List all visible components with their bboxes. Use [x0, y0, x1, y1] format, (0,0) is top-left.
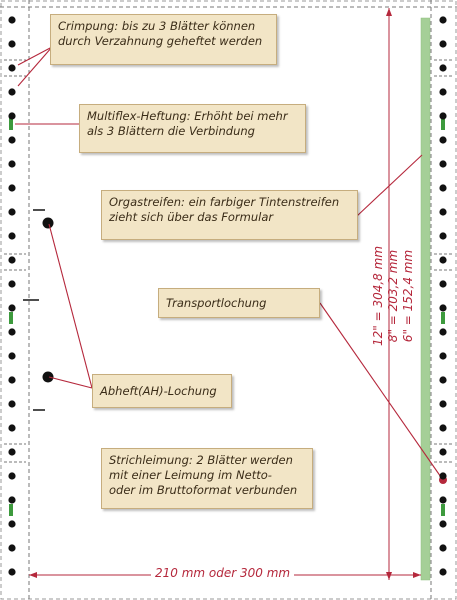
transport-hole: [439, 352, 447, 360]
transportlochung-callout: Transportlochung: [158, 288, 320, 318]
strichleimung-callout: Strichleimung: 2 Blätter werden mit eine…: [101, 448, 313, 509]
ah-hole-upper: [42, 217, 54, 229]
transport-hole: [439, 472, 447, 480]
height-label-8: 8" = 203,2 mm: [386, 249, 400, 343]
transport-hole: [8, 424, 16, 432]
transport-hole: [439, 136, 447, 144]
ah-hole-lower: [42, 371, 54, 383]
transport-hole: [439, 304, 447, 312]
transport-hole: [439, 400, 447, 408]
transport-hole: [8, 472, 16, 480]
transport-hole: [439, 16, 447, 24]
height-label-12: 12" = 304,8 mm: [371, 245, 385, 347]
transport-hole: [439, 160, 447, 168]
transport-hole: [8, 64, 16, 72]
transport-hole: [8, 280, 16, 288]
transport-holes: [8, 16, 447, 576]
transport-hole: [439, 280, 447, 288]
transport-hole: [439, 544, 447, 552]
transport-hole: [8, 352, 16, 360]
transport-hole: [8, 400, 16, 408]
transport-hole: [439, 376, 447, 384]
multiflex-callout: Multiflex-Heftung: Erhöht bei mehr als 3…: [79, 104, 306, 153]
transport-hole: [439, 568, 447, 576]
transport-hole: [8, 16, 16, 24]
transport-hole: [8, 304, 16, 312]
crimpung-callout: Crimpung: bis zu 3 Blätter können durch …: [50, 14, 277, 65]
transport-hole: [439, 232, 447, 240]
transport-hole: [8, 184, 16, 192]
transport-hole: [8, 544, 16, 552]
transport-hole: [439, 424, 447, 432]
transport-hole: [8, 112, 16, 120]
transport-hole: [8, 376, 16, 384]
abheft-callout: Abheft(AH)-Lochung: [92, 374, 232, 408]
transport-hole: [439, 88, 447, 96]
transport-hole: [439, 256, 447, 264]
transport-hole: [439, 520, 447, 528]
transport-hole: [8, 40, 16, 48]
transport-hole: [8, 328, 16, 336]
transport-hole: [439, 184, 447, 192]
transport-hole: [8, 568, 16, 576]
transport-hole: [439, 112, 447, 120]
transport-hole: [8, 448, 16, 456]
transport-hole: [8, 208, 16, 216]
leader-lines: [15, 46, 444, 481]
transport-hole: [8, 256, 16, 264]
transport-hole: [439, 448, 447, 456]
multiflex-marks: [9, 118, 445, 516]
transport-hole: [439, 64, 447, 72]
transport-hole: [8, 136, 16, 144]
sheet-perforations: [4, 59, 453, 463]
transport-hole: [8, 88, 16, 96]
transport-hole: [8, 160, 16, 168]
orga-stripe: [420, 17, 431, 581]
transport-hole: [439, 208, 447, 216]
transport-hole: [8, 520, 16, 528]
width-label: 210 mm oder 300 mm: [151, 566, 295, 580]
orgastreifen-callout: Orgastreifen: ein farbiger Tintenstreife…: [101, 190, 358, 240]
height-label-6: 6" = 152,4 mm: [401, 249, 415, 343]
transport-hole: [439, 40, 447, 48]
transport-hole: [439, 328, 447, 336]
transport-hole: [439, 496, 447, 504]
transport-hole: [8, 496, 16, 504]
binding-ticks: [23, 209, 45, 411]
transport-hole: [8, 232, 16, 240]
